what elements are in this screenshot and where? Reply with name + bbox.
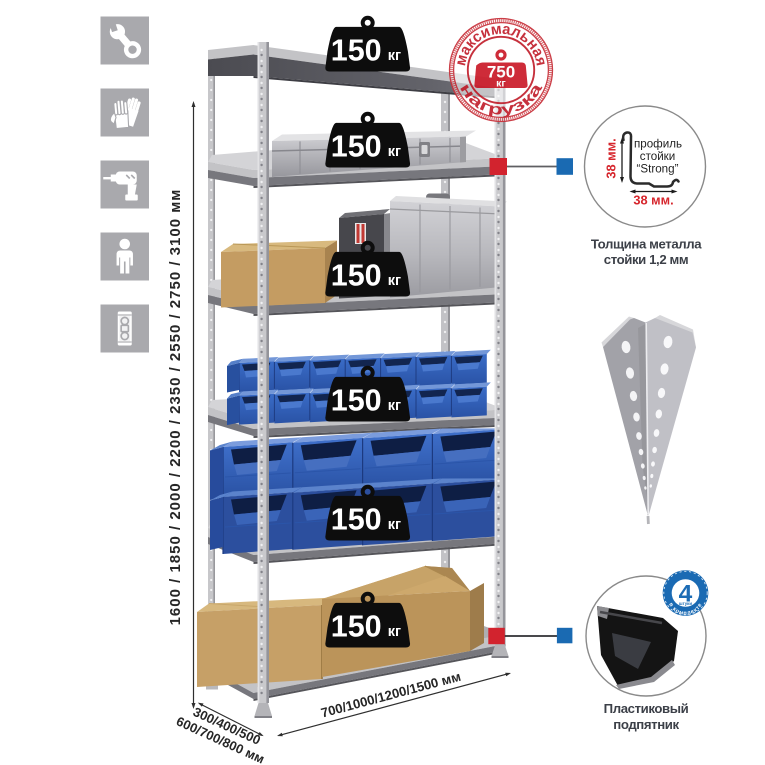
svg-text:38 мм.: 38 мм. <box>633 193 673 208</box>
svg-text:кг: кг <box>388 517 401 533</box>
svg-text:стойки: стойки <box>640 150 675 163</box>
svg-text:4: 4 <box>679 581 693 608</box>
svg-text:150: 150 <box>331 129 382 163</box>
svg-text:Пластиковый: Пластиковый <box>604 701 689 716</box>
svg-text:Толщина металла: Толщина металла <box>591 237 702 252</box>
svg-text:1600 / 1850 / 2000 / 2200 / 23: 1600 / 1850 / 2000 / 2200 / 2350 / 2550 … <box>167 189 184 626</box>
svg-text:штуки: штуки <box>679 601 692 606</box>
svg-text:кг: кг <box>388 273 401 289</box>
svg-text:150: 150 <box>331 258 382 292</box>
svg-text:профиль: профиль <box>634 138 682 151</box>
svg-text:750: 750 <box>487 63 515 82</box>
svg-text:150: 150 <box>331 502 382 536</box>
svg-text:150: 150 <box>331 609 382 643</box>
svg-text:кг: кг <box>388 48 401 64</box>
svg-text:150: 150 <box>331 33 382 67</box>
svg-text:подпятник: подпятник <box>613 717 679 732</box>
svg-text:кг: кг <box>388 398 401 414</box>
svg-text:150: 150 <box>331 383 382 417</box>
svg-text:кг: кг <box>388 624 401 640</box>
svg-text:“Strong”: “Strong” <box>637 163 679 176</box>
svg-text:кг: кг <box>496 78 506 90</box>
svg-text:стойки 1,2 мм: стойки 1,2 мм <box>604 252 688 267</box>
svg-text:кг: кг <box>388 144 401 160</box>
svg-text:38 мм.: 38 мм. <box>604 138 619 178</box>
